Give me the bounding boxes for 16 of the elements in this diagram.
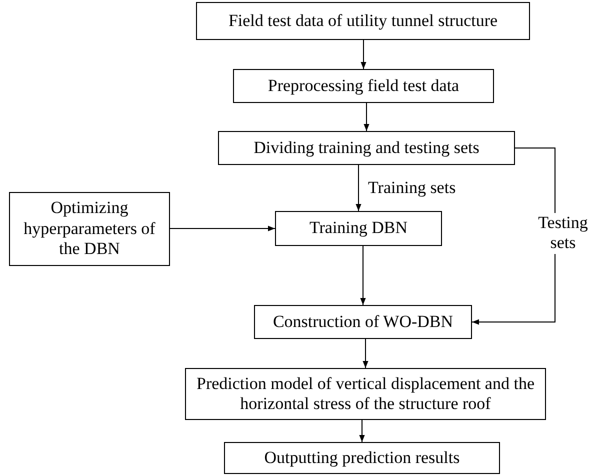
arrow: [360, 40, 366, 70]
process-box: Optimizing hyperparameters of the DBN: [9, 192, 170, 266]
process-box: Construction of WO-DBN: [254, 305, 472, 339]
arrow: [362, 338, 368, 368]
arrow: [359, 420, 365, 442]
process-box: Prediction model of vertical displacement and the horizontal stress of the structure roof: [185, 368, 546, 420]
process-box: Outputting prediction results: [224, 442, 500, 474]
arrow: [364, 102, 370, 132]
process-box: Training DBN: [275, 211, 442, 246]
process-box: Preprocessing field test data: [233, 69, 494, 103]
arrow: [170, 226, 276, 232]
process-box: Dividing training and testing sets: [218, 131, 515, 165]
edge-label: Testing sets: [536, 213, 590, 254]
process-box: Field test data of utility tunnel structure: [196, 2, 530, 40]
arrow: [360, 246, 366, 306]
arrow: [356, 164, 362, 212]
